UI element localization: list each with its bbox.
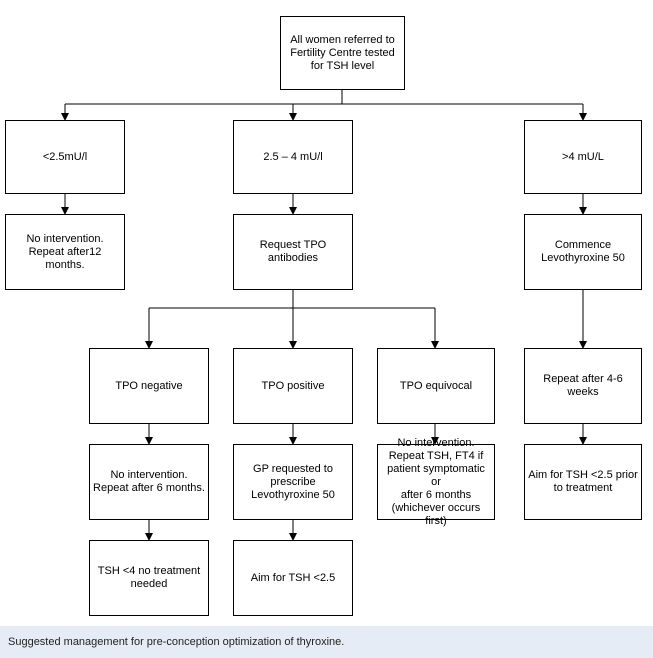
node-tsh-high: >4 mU/L: [524, 120, 642, 194]
node-neg-result: TSH <4 no treatment needed: [89, 540, 209, 616]
node-low-action: No intervention. Repeat after12 months.: [5, 214, 125, 290]
node-pos-aim: Aim for TSH <2.5: [233, 540, 353, 616]
node-mid-action: Request TPO antibodies: [233, 214, 353, 290]
node-root: All women referred to Fertility Centre t…: [280, 16, 405, 90]
node-eq-action: No intervention. Repeat TSH, FT4 if pati…: [377, 437, 495, 527]
connector-lines: [61, 90, 587, 541]
node-high-repeat: Repeat after 4-6 weeks: [524, 348, 642, 424]
node-high-aim: Aim for TSH <2.5 prior to treatment: [524, 444, 642, 520]
node-tpo-negative: TPO negative: [89, 348, 209, 424]
figure-caption: Suggested management for pre-conception …: [0, 626, 653, 658]
flowchart: All women referred to Fertility Centre t…: [5, 16, 642, 616]
node-tpo-equivocal: TPO equivocal: [377, 348, 495, 424]
node-tpo-positive: TPO positive: [233, 348, 353, 424]
node-tsh-mid: 2.5 – 4 mU/l: [233, 120, 353, 194]
node-high-action: Commence Levothyroxine 50: [524, 214, 642, 290]
node-pos-action: GP requested to prescribe Levothyroxine …: [233, 444, 353, 520]
node-tsh-low: <2.5mU/l: [5, 120, 125, 194]
node-neg-action: No intervention. Repeat after 6 months.: [89, 444, 209, 520]
